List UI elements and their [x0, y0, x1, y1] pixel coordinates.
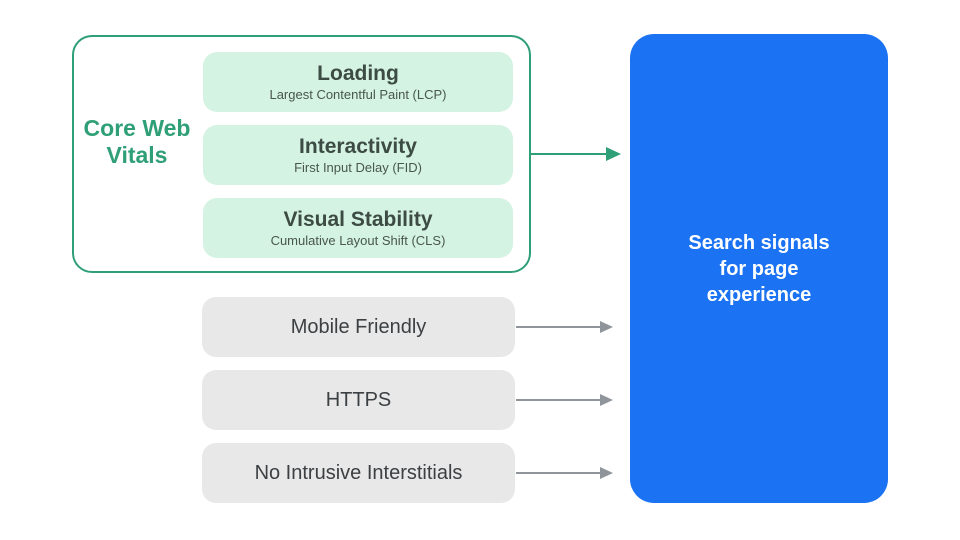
signal-pill-no-intrusive-interstitials: No Intrusive Interstitials	[202, 443, 515, 503]
arrow-head-icon	[606, 147, 621, 161]
vital-title-visual-stability: Visual Stability	[283, 207, 433, 231]
arrow-line	[530, 153, 607, 155]
vital-title-interactivity: Interactivity	[299, 134, 417, 158]
core-web-vitals-label: Core Web Vitals	[83, 115, 191, 168]
arrow-line	[516, 472, 601, 474]
vital-subtitle-lcp: Largest Contentful Paint (LCP)	[269, 86, 447, 102]
arrow-line	[516, 399, 601, 401]
vital-title-loading: Loading	[317, 61, 399, 85]
arrow-head-icon	[600, 394, 613, 406]
search-signals-label: Search signals for page experience	[688, 231, 830, 306]
search-signals-box: Search signals for page experience	[630, 34, 888, 503]
arrow-head-icon	[600, 321, 613, 333]
arrow-line	[516, 326, 601, 328]
vital-pill-interactivity: Interactivity First Input Delay (FID)	[203, 125, 513, 185]
vital-pill-visual-stability: Visual Stability Cumulative Layout Shift…	[203, 198, 513, 258]
arrow-head-icon	[600, 467, 613, 479]
signal-pill-mobile-friendly: Mobile Friendly	[202, 297, 515, 357]
vital-subtitle-fid: First Input Delay (FID)	[294, 159, 422, 175]
vital-subtitle-cls: Cumulative Layout Shift (CLS)	[270, 232, 446, 248]
signal-pill-https: HTTPS	[202, 370, 515, 430]
vital-pill-loading: Loading Largest Contentful Paint (LCP)	[203, 52, 513, 112]
